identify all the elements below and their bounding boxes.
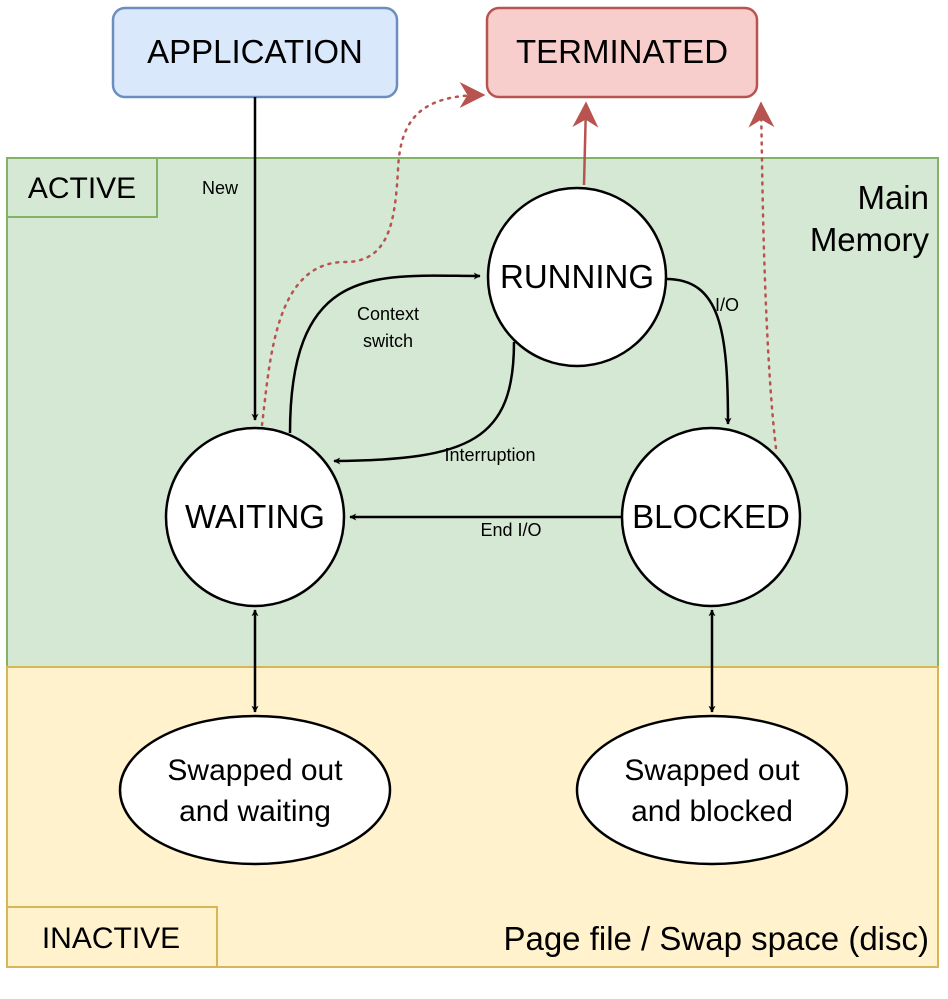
swap-space-label: Page file / Swap space (disc) xyxy=(503,920,929,957)
edge-new-label: New xyxy=(202,178,239,198)
edge-io xyxy=(665,277,732,425)
swapped-waiting-label-line2: and waiting xyxy=(179,795,331,828)
swapped-waiting-node xyxy=(118,714,392,866)
inactive-label: INACTIVE xyxy=(42,922,180,955)
inactive-label-box xyxy=(6,906,218,968)
active-label-box xyxy=(6,157,158,218)
active-region xyxy=(6,157,939,668)
terminated-label: TERMINATED xyxy=(516,33,728,70)
edge-interruption xyxy=(333,341,516,465)
edge-waiting-terminated xyxy=(260,82,486,427)
swapped-waiting-label-line1: Swapped out xyxy=(167,754,343,787)
running-node xyxy=(486,186,668,368)
edge-running-terminated xyxy=(572,101,599,186)
running-label: RUNNING xyxy=(500,258,654,295)
swapped-blocked-node xyxy=(575,714,849,866)
active-label: ACTIVE xyxy=(28,172,136,205)
main-memory-label-line2: Memory xyxy=(810,221,930,258)
blocked-node xyxy=(620,426,802,608)
main-memory-label-line1: Main xyxy=(857,179,929,216)
swapped-blocked-label-line1: Swapped out xyxy=(624,754,800,787)
waiting-label: WAITING xyxy=(185,498,325,535)
waiting-node xyxy=(164,426,346,608)
blocked-label: BLOCKED xyxy=(632,498,790,535)
edge-blocked-terminated xyxy=(748,101,778,450)
edge-context-switch xyxy=(288,272,481,434)
edge-io-label: I/O xyxy=(715,295,739,315)
edge-context-switch-label-line2: switch xyxy=(363,331,413,351)
edge-end-io-label: End I/O xyxy=(480,520,541,540)
terminated-node xyxy=(485,6,759,99)
edge-context-switch-label-line1: Context xyxy=(357,304,419,324)
application-label: APPLICATION xyxy=(147,33,363,70)
swapped-blocked-label-line2: and blocked xyxy=(631,795,793,828)
edge-interruption-label: Interruption xyxy=(444,445,535,465)
